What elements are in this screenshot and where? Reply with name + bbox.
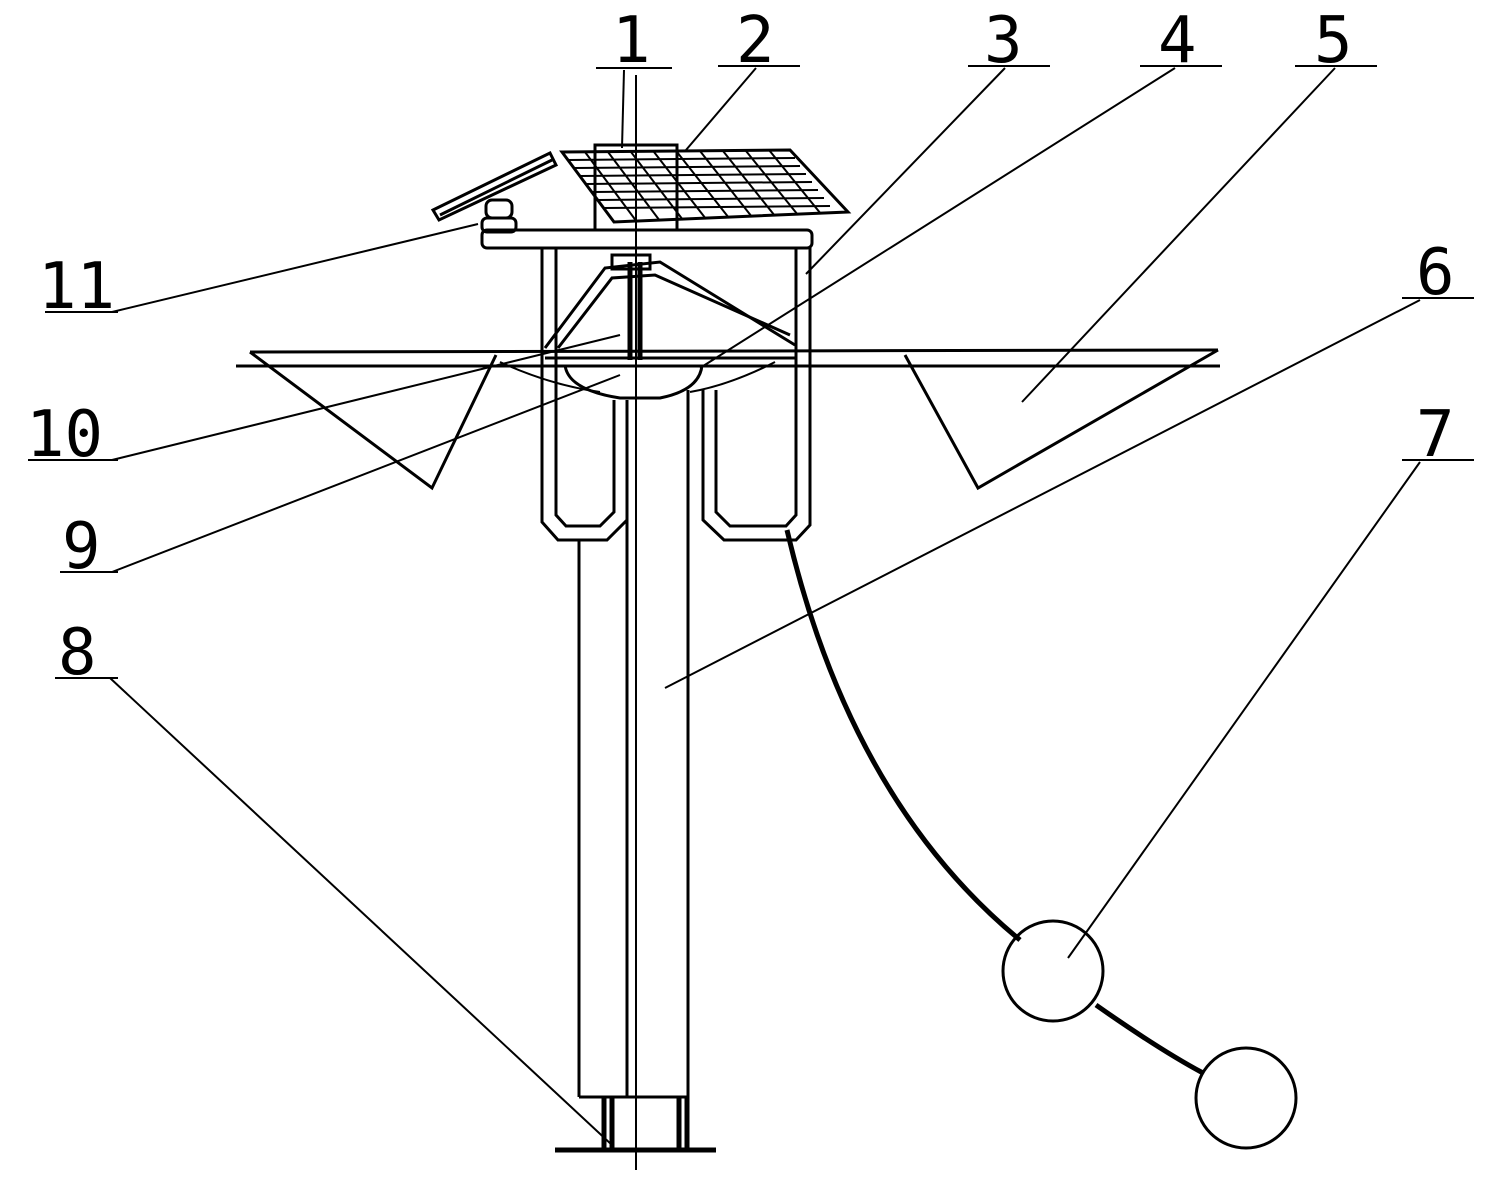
label-3: 3 [984,4,1023,78]
label-8: 8 [58,616,97,690]
label-7: 7 [1416,398,1455,472]
label-2: 2 [736,4,775,78]
collecting-funnel [236,348,1220,491]
label-9: 9 [62,510,101,584]
label-6: 6 [1416,236,1455,310]
base-plate [555,1097,716,1153]
frame-housing [480,228,814,542]
label-1: 1 [612,4,651,78]
lamp-bracket [543,253,796,360]
label-11: 11 [38,250,115,324]
leader-lines [28,65,1474,1146]
cable-and-floats [784,529,1298,1150]
pole [577,390,690,1099]
label-4: 4 [1158,4,1197,78]
label-10: 10 [26,398,103,472]
lamp-globe [499,356,795,400]
label-5: 5 [1314,4,1353,78]
solar-panel [559,143,852,232]
small-solar-panel [430,151,559,234]
